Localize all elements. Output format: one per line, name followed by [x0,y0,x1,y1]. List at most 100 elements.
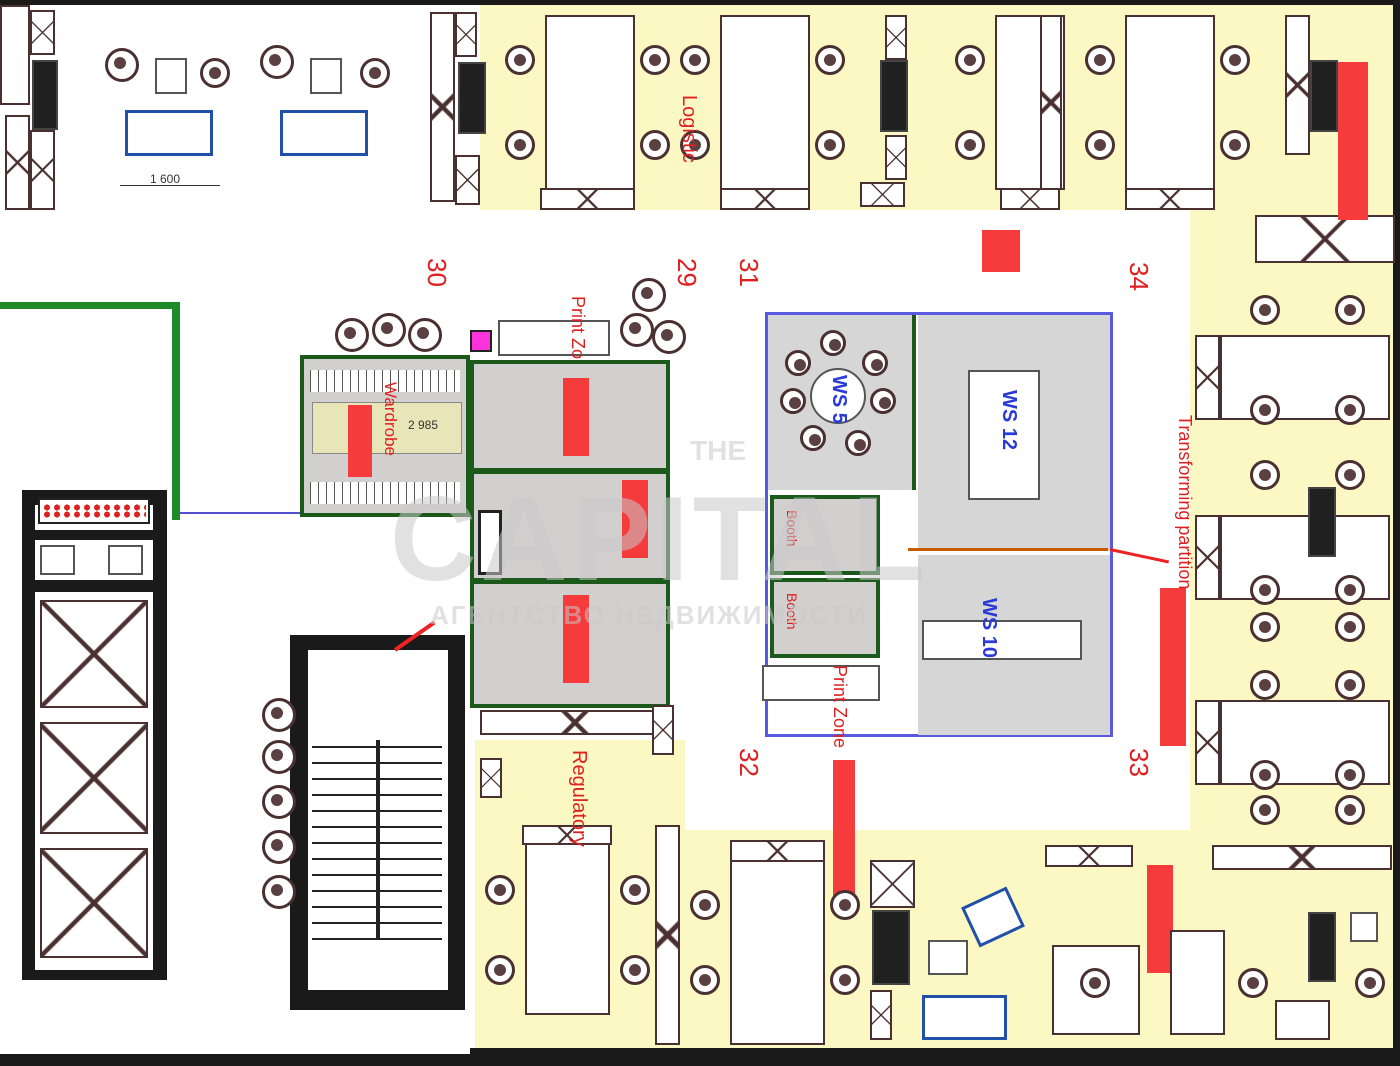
dark-cabinet [872,910,910,985]
cabinet [455,155,480,205]
ws5-label: WS 5 [828,375,850,424]
cabinet [430,12,455,202]
red-marker [1338,62,1368,220]
lounge-chair [408,318,442,352]
blue-door-line [180,512,300,514]
dark-cabinet [1310,60,1338,132]
chair [690,965,720,995]
zone-number-34: 34 [1124,262,1154,291]
chair [830,965,860,995]
cabinet [655,825,680,1045]
red-marker [622,480,648,558]
ws-divider [912,315,916,490]
bottom-wall [470,1048,1400,1054]
chair [620,875,650,905]
cabinet [1195,515,1220,600]
desk [1275,1000,1330,1040]
elevator [40,848,148,958]
cabinet [480,710,670,735]
cabinet [1125,188,1215,210]
lounge-table [310,58,342,94]
zone-number-33: 33 [1124,748,1154,777]
zone-number-31: 31 [734,258,764,287]
lounge-chair [262,875,296,909]
ws12-table [968,370,1040,500]
elevator [40,600,148,708]
chair [1250,760,1280,790]
cabinet [1212,845,1392,870]
chair [690,890,720,920]
cabinet [1040,15,1062,190]
lounge-chair [620,313,654,347]
chair [800,425,826,451]
lounge-sofa [125,110,213,156]
desk [1220,515,1390,600]
wardrobe-dimension: 2 985 [408,418,439,432]
ws-divider [908,548,1108,551]
elevator [40,722,148,834]
green-wall-top [0,302,180,309]
cabinet [720,188,810,210]
red-marker [1160,588,1186,746]
desk [1220,700,1390,785]
left-desk [0,5,30,105]
lounge-chair [262,740,296,774]
desk [730,860,825,1045]
round-table [810,368,866,424]
watermark-top: THE [690,435,746,466]
chair [845,430,871,456]
transforming-partition-label: Transforming partition [1175,415,1195,590]
chair [1085,130,1115,160]
watermark-sub: АГЕНТСТВО НЕДВИЖИМОСТИ [430,600,868,630]
meeting-outline [765,312,1113,737]
right-wall [1393,0,1400,1054]
lounge-chair [260,45,294,79]
cabinet [1195,335,1220,420]
regulatory-desk [525,825,610,1015]
chair [1220,45,1250,75]
storage-unit [478,510,502,575]
chair [820,330,846,356]
chair [680,45,710,75]
chair [1335,612,1365,642]
lounge-chair [372,313,406,347]
lounge-dimension: 1 600 [150,172,181,186]
dimension-line [120,185,220,186]
cabinet [480,758,502,798]
chair [505,45,535,75]
zone-number-29: 29 [672,258,702,287]
zone-number-30: 30 [422,258,452,287]
red-marker [563,378,589,456]
chair [640,45,670,75]
dark-cabinet [1308,487,1336,557]
lounge-chair [652,320,686,354]
print-zone-label: Print Zone [830,665,850,749]
left-dark-cabinet [32,60,58,130]
print-zone-outlet [470,330,492,352]
cabinet [860,182,905,207]
logistic-desk [545,15,635,190]
floor-edge [0,1054,1400,1066]
cabinet [1000,188,1060,210]
left-cabinet [30,10,55,55]
wardrobe-bench [312,402,462,454]
chair [485,875,515,905]
red-marker [348,405,372,477]
chair [815,130,845,160]
core-small-box [108,545,143,575]
ws12-label: WS 12 [998,390,1020,451]
chair [830,890,860,920]
chair [1335,460,1365,490]
zone-number-32: 32 [734,748,764,777]
chair [640,130,670,160]
cabinet [540,188,635,210]
chair [1250,460,1280,490]
lounge-chair [262,698,296,732]
ws10-label: WS 10 [978,598,1000,659]
lounge-chair [200,58,230,88]
lounge-chair [335,318,369,352]
cabinet [870,860,915,908]
left-cabinet-3 [30,130,55,210]
red-marker [982,230,1020,272]
cabinet [1045,845,1133,867]
